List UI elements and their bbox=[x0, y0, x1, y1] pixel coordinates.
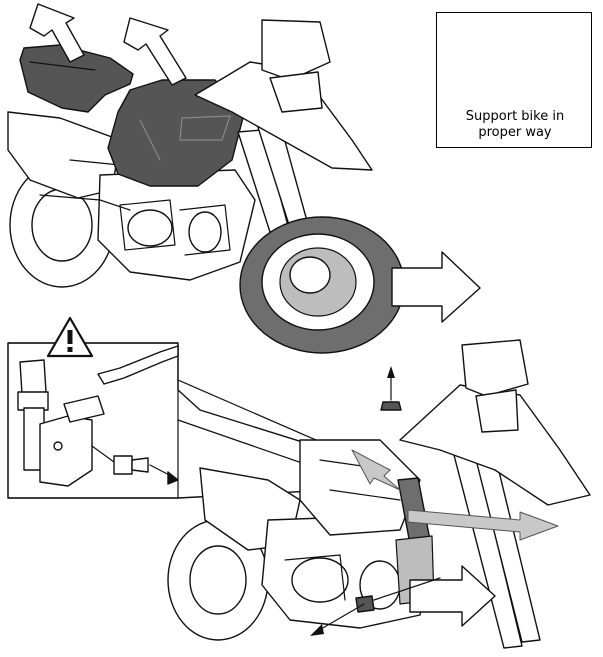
warning-caption-line2: proper way bbox=[478, 125, 552, 140]
tank-cover-part bbox=[107, 79, 246, 187]
seat-part bbox=[19, 44, 134, 113]
top-motorcycle bbox=[7, 3, 481, 354]
wheel-out-arrow bbox=[391, 251, 481, 323]
warning-triangle-icon bbox=[46, 316, 94, 358]
pointer-arrow bbox=[351, 449, 401, 491]
pull-arrow bbox=[407, 509, 559, 541]
warning-caption: Support bike in proper way bbox=[437, 109, 593, 141]
lift-arrow bbox=[29, 3, 85, 63]
bottom-motorcycle bbox=[167, 339, 591, 649]
warning-panel: Support bike in proper way bbox=[436, 12, 592, 148]
lift-arrow bbox=[123, 17, 187, 86]
warning-caption-line1: Support bike in bbox=[465, 109, 565, 124]
